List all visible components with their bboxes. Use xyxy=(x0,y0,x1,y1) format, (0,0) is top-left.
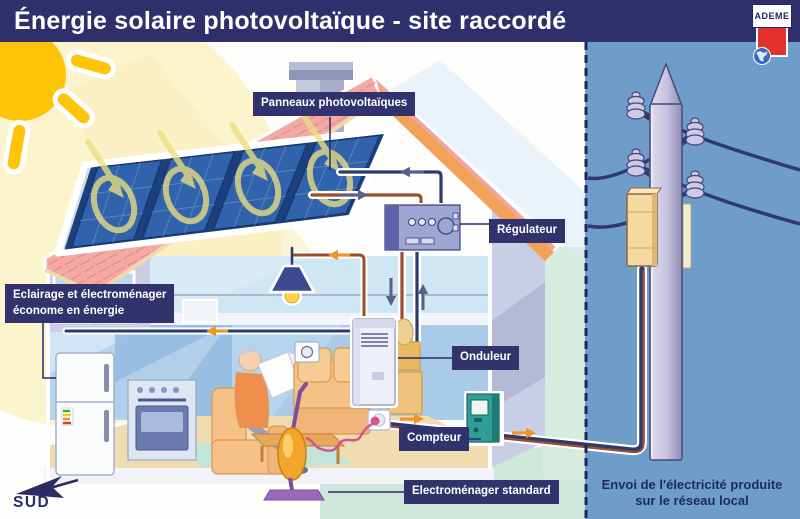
fridge-icon xyxy=(55,352,115,476)
inverter-device xyxy=(350,316,398,408)
sunray-arrow-icon xyxy=(157,130,210,225)
stove-icon xyxy=(127,379,197,461)
ademe-logo: ADEME xyxy=(752,4,792,65)
thermostat-icon xyxy=(294,341,320,363)
sun-icon xyxy=(0,42,116,175)
label-inverter: Onduleur xyxy=(452,346,520,370)
flow-arrow-icon xyxy=(385,278,397,306)
flow-arrow-icon xyxy=(417,284,429,310)
sud-arrow-icon xyxy=(16,476,79,498)
utility-pole xyxy=(587,61,800,461)
flow-arrow-icon xyxy=(206,325,228,337)
flow-arrow-icon xyxy=(328,249,350,261)
energy-label xyxy=(61,407,74,426)
label-panels: Panneaux photovoltaïques xyxy=(253,92,416,116)
sunray-arrow-icon xyxy=(229,122,282,217)
sky-wash xyxy=(390,60,585,257)
label-standard-appliances: Electroménager standard xyxy=(404,480,559,504)
power-socket-icon xyxy=(305,409,391,452)
pole-panel xyxy=(682,203,692,269)
vacuum-cord xyxy=(305,422,373,452)
label-meter: Compteur xyxy=(399,427,470,451)
flow-arrow-icon xyxy=(512,427,536,439)
globe-icon xyxy=(753,28,788,65)
flow-arrow-icon xyxy=(400,413,424,425)
lamp-icon xyxy=(268,264,316,306)
page-title: Énergie solaire photovoltaïque - site ra… xyxy=(14,7,567,35)
sunray-arrow-icon xyxy=(85,139,138,234)
label-regulator: Régulateur xyxy=(489,219,566,243)
wire-panel-feed xyxy=(310,193,423,207)
flow-arrows xyxy=(206,166,536,439)
meter-device xyxy=(464,391,504,446)
regulator-device xyxy=(383,203,462,252)
ademe-logo-text: ADEME xyxy=(752,4,792,28)
illustration-canvas xyxy=(0,42,800,519)
grid-export-note: Envoi de l'électricité produite sur le r… xyxy=(601,477,783,508)
house-base xyxy=(44,468,494,484)
pole-shaft xyxy=(649,103,683,461)
flow-arrow-icon xyxy=(342,189,368,201)
transformer-box xyxy=(626,187,662,267)
compass-label: SUD xyxy=(13,494,51,511)
pass-through-window xyxy=(182,299,218,323)
wire-lamp xyxy=(292,253,366,319)
label-efficient-appliances: Eclairage et électroménager économe en é… xyxy=(5,284,175,324)
label-pointer-lines xyxy=(42,117,489,493)
wire-panel-return xyxy=(338,170,443,207)
solar-panel-array xyxy=(54,126,394,257)
flow-arrow-icon xyxy=(400,166,424,178)
vacuum-cleaner-icon xyxy=(263,382,325,501)
header-bar: Énergie solaire photovoltaïque - site ra… xyxy=(0,0,800,42)
sunray-arrows xyxy=(85,113,354,234)
